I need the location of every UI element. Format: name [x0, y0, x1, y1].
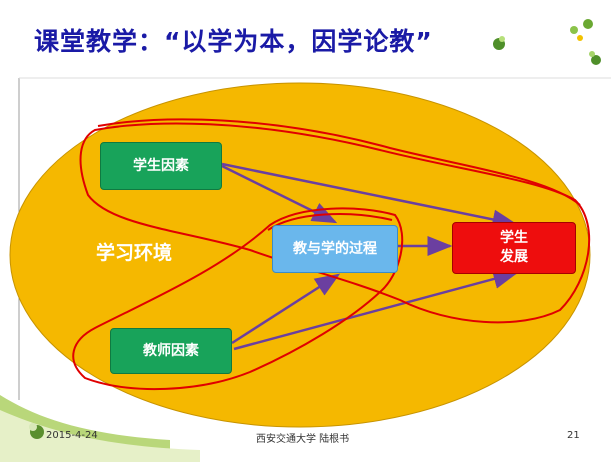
student-factors-label: 学生因素 — [133, 157, 189, 174]
footer-page-number: 21 — [567, 430, 580, 441]
footer-date: 2015-4-24 — [46, 430, 98, 441]
arrow-teacher-to-process — [231, 273, 341, 345]
process-box: 教与学的过程 — [272, 225, 398, 273]
teacher-factors-box: 教师因素 — [110, 328, 232, 374]
student-factors-box: 学生因素 — [100, 142, 222, 190]
hand-drawn-annotation — [72, 118, 591, 391]
footer-center: 西安交通大学 陆根书 — [256, 434, 350, 445]
development-label-line2: 发展 — [500, 249, 528, 265]
slide-title: 课堂教学：“以学为本，因学论教” — [34, 27, 433, 56]
teacher-factors-label: 教师因素 — [143, 342, 199, 359]
bubble-decoration-icon — [570, 19, 601, 65]
process-label: 教与学的过程 — [293, 240, 377, 257]
arrow-teacher-to-development — [233, 269, 519, 351]
environment-label: 学习环境 — [96, 242, 173, 264]
arrow-student-to-development — [221, 162, 518, 230]
arrow-student-to-process — [221, 164, 338, 224]
footer-bubble-icon — [29, 423, 44, 439]
title-bubble-icon — [493, 36, 505, 50]
development-box: 学生 发展 — [452, 222, 576, 274]
development-label-line1: 学生 — [500, 230, 528, 246]
